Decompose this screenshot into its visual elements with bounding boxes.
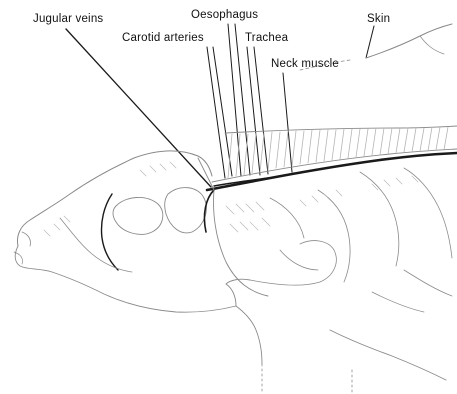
label-neck-muscle: Neck muscle — [271, 58, 339, 70]
label-trachea: Trachea — [245, 32, 289, 44]
leader-jugular-veins — [66, 29, 211, 187]
leader-neck-muscle — [283, 73, 292, 172]
label-jugular-veins: Jugular veins — [33, 13, 103, 25]
leader-carotid-arteries — [207, 47, 232, 178]
leader-trachea — [247, 47, 268, 175]
head-outline — [14, 151, 236, 312]
neck-muscle-band — [212, 126, 457, 182]
leader-skin — [366, 26, 374, 58]
neck-body-outline — [214, 168, 453, 312]
label-carotid-arteries: Carotid arteries — [122, 32, 204, 44]
throat-outline — [226, 241, 446, 392]
label-skin: Skin — [367, 13, 390, 25]
leader-lines — [66, 24, 374, 187]
label-oesophagus: Oesophagus — [191, 9, 258, 21]
